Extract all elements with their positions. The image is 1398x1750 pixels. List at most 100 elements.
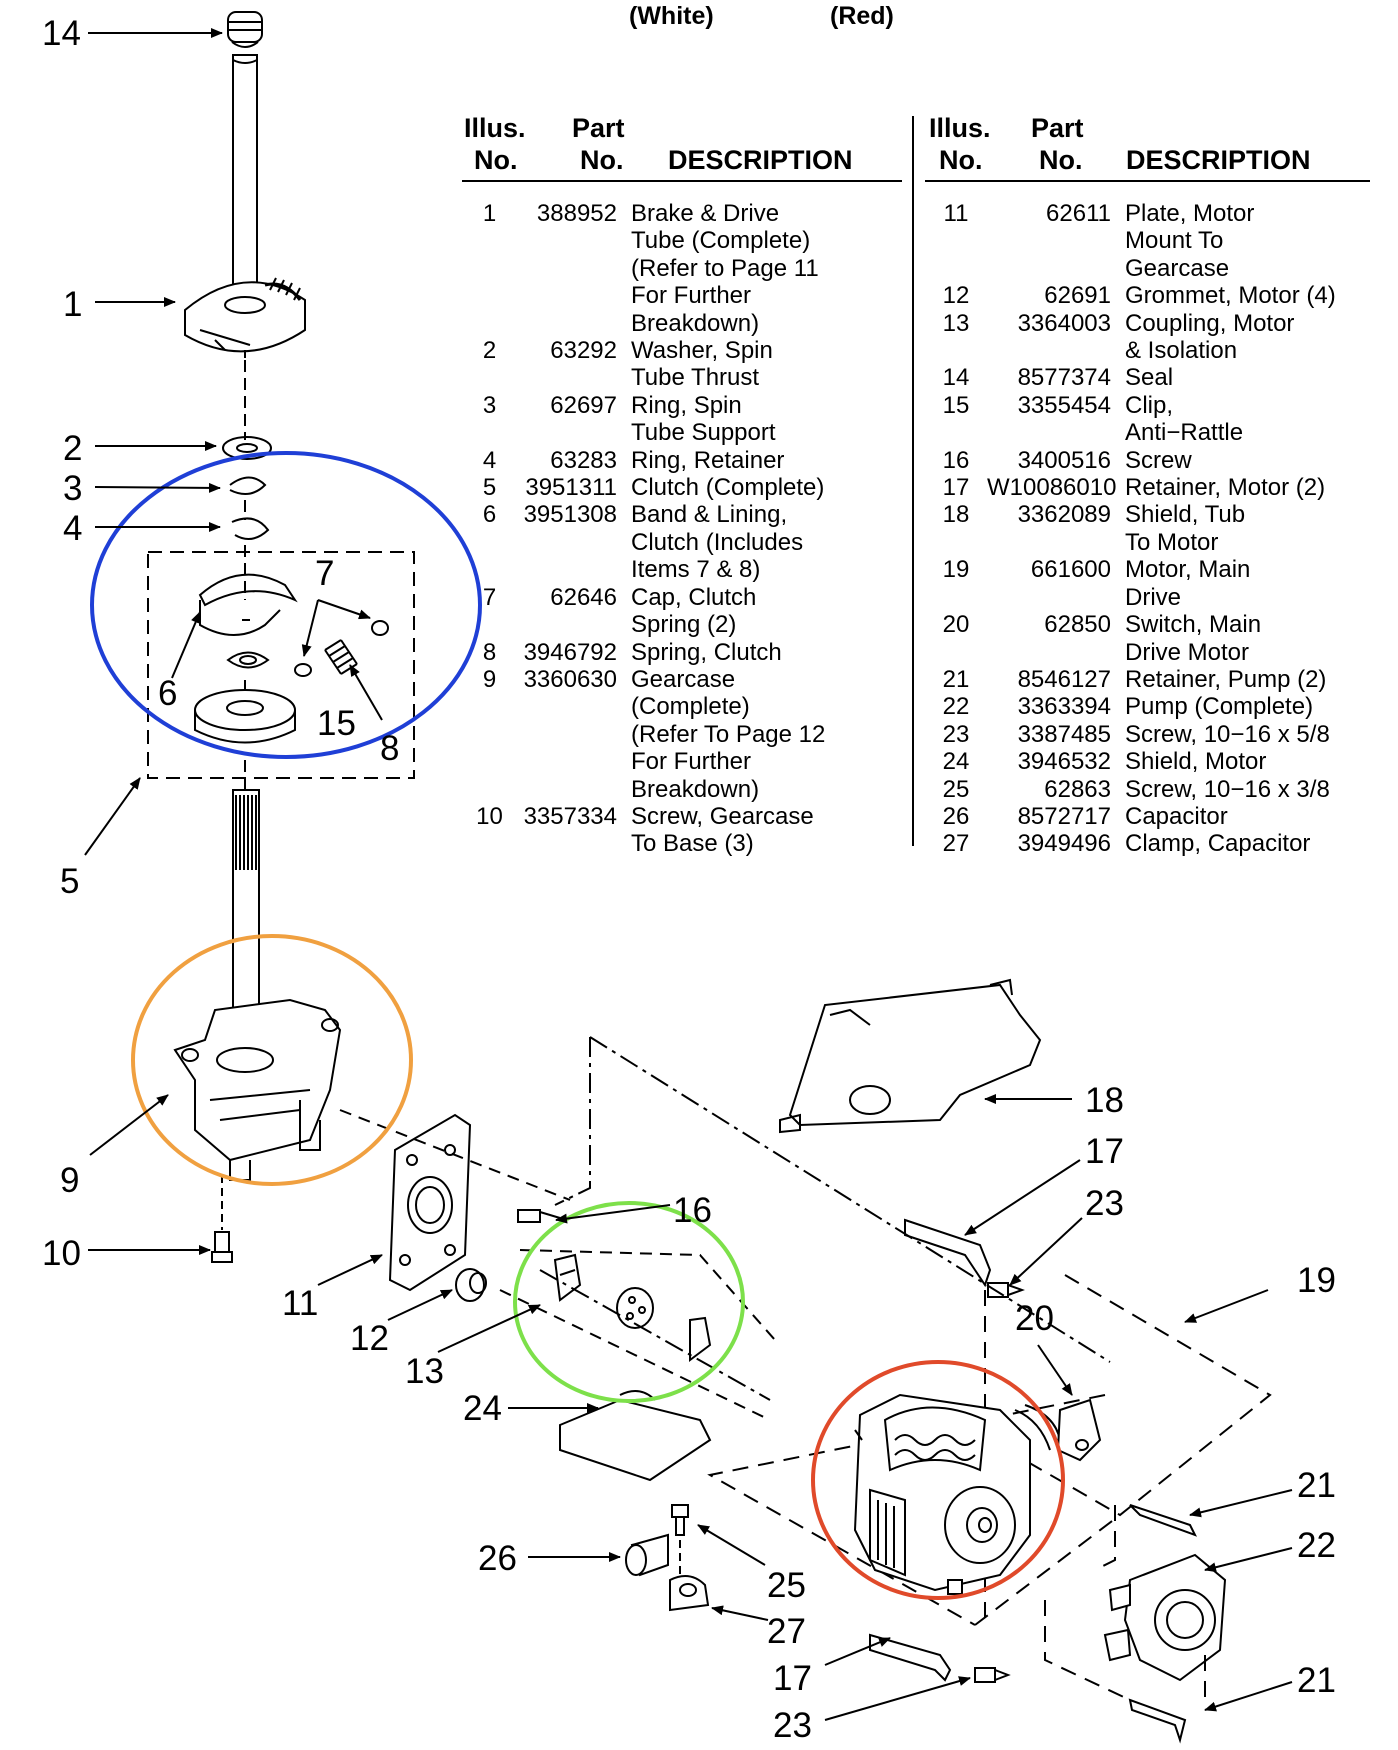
callout-22: 22 (1297, 1526, 1336, 1565)
washer-2-hole (236, 443, 258, 453)
caption-red: (Red) (830, 2, 894, 30)
table-divider (912, 116, 914, 846)
callout-numbers: 14 1 2 3 4 5 6 7 8 15 9 10 11 12 13 24 1… (42, 14, 1336, 1745)
illus-no-cell: 2 (482, 337, 497, 365)
part-no-cell: 3363394 (1017, 693, 1111, 721)
leader-25 (697, 1524, 766, 1566)
illus-no-cell: 23 (942, 720, 970, 748)
part-no-cell: 3364003 (1017, 309, 1111, 337)
callout-19: 19 (1297, 1261, 1336, 1300)
part-no-cell: 3949496 (1017, 830, 1111, 858)
part-no-cell: 63283 (550, 446, 617, 474)
illus-no-cell: 3 (482, 391, 497, 419)
description-cell: Shield, Tub To Motor (1125, 501, 1246, 556)
leader-27 (711, 1605, 769, 1621)
ring-3 (229, 476, 267, 495)
pump-retainer-21a (1129, 1504, 1198, 1537)
description-cell: Switch, Main Drive Motor (1125, 611, 1262, 666)
callout-11: 11 (282, 1284, 318, 1323)
callout-10: 10 (42, 1234, 81, 1273)
pump-22 (1103, 1553, 1227, 1682)
callout-3: 3 (63, 469, 82, 508)
illus-no-cell: 10 (476, 802, 503, 830)
part-no-cell: 388952 (536, 200, 617, 227)
motor-switch-20 (1056, 1398, 1102, 1462)
clutch-assembly-box (147, 551, 415, 779)
clutch-hub (194, 689, 296, 744)
header-description: DESCRIPTION (668, 145, 853, 175)
header-no: No. (474, 145, 518, 175)
spring-cap-7a (294, 663, 312, 677)
gearcase-9 (173, 998, 342, 1181)
callout-6: 6 (158, 674, 177, 713)
description-cell: Screw (1125, 446, 1192, 474)
screw-23a (987, 1282, 1025, 1298)
callout-4: 4 (63, 509, 82, 548)
anti-rattle-clip-15 (226, 651, 270, 669)
part-no-cell: 3951308 (523, 501, 617, 529)
callout-5: 5 (60, 862, 79, 901)
leader-17a (964, 1159, 1081, 1236)
ring-4 (231, 517, 270, 540)
description-cell: Gearcase (Complete) (Refer To Page 12 Fo… (631, 665, 826, 803)
callout-17a: 17 (1085, 1132, 1124, 1171)
leader-8 (349, 664, 383, 721)
illus-no-cell: 24 (942, 748, 970, 776)
leader-lines (84, 28, 1293, 1721)
description-cell: Ring, Retainer (631, 446, 785, 474)
illus-no-cell: 9 (482, 665, 497, 693)
description-cell: Ring, Spin Tube Support (631, 391, 776, 447)
leader-9 (89, 1094, 169, 1156)
part-no-cell: W10086010 (987, 474, 1117, 502)
illus-no-cell: 8 (482, 638, 497, 666)
illus-no-cell: 13 (942, 309, 970, 337)
description-cell: Pump (Complete) (1125, 693, 1314, 721)
leader-12 (387, 1289, 453, 1321)
description-cell: Screw, 10−16 x 3/8 (1125, 775, 1330, 803)
part-drawings (147, 11, 1272, 1744)
leader-17b (824, 1637, 891, 1666)
coupling-axis (539, 1269, 771, 1401)
callout-24: 24 (463, 1389, 502, 1428)
grommet-12 (455, 1268, 487, 1302)
callout-8: 8 (380, 729, 399, 768)
illus-no-cell: 21 (942, 665, 970, 693)
capacitor-26 (625, 1533, 669, 1577)
description-cell: Cap, Clutch Spring (2) (631, 583, 757, 639)
illus-no-cell: 25 (942, 775, 970, 803)
illus-no-cell: 20 (942, 611, 970, 639)
leader-11 (317, 1254, 383, 1286)
callout-1: 1 (63, 285, 82, 324)
leader-3 (94, 482, 221, 493)
illus-no-cell: 7 (482, 583, 497, 611)
highlight-gearcase (131, 934, 413, 1186)
drive-shaft (232, 789, 260, 1016)
leader-20 (1037, 1344, 1073, 1396)
illus-no-cell: 5 (482, 474, 497, 502)
leader-23a (1009, 1217, 1083, 1286)
leader-22 (1204, 1547, 1293, 1573)
description-cell: Capacitor (1125, 802, 1228, 830)
callout-21a: 21 (1297, 1466, 1336, 1505)
description-cell: Clutch (Complete) (631, 474, 825, 502)
illus-no-cell: 17 (942, 474, 970, 502)
description-cell: Spring, Clutch (631, 638, 782, 666)
coupling-box (499, 1249, 776, 1421)
description-cell: Band & Lining, Clutch (Includes Items 7 … (631, 501, 804, 584)
description-cell: Grommet, Motor (4) (1125, 282, 1336, 310)
